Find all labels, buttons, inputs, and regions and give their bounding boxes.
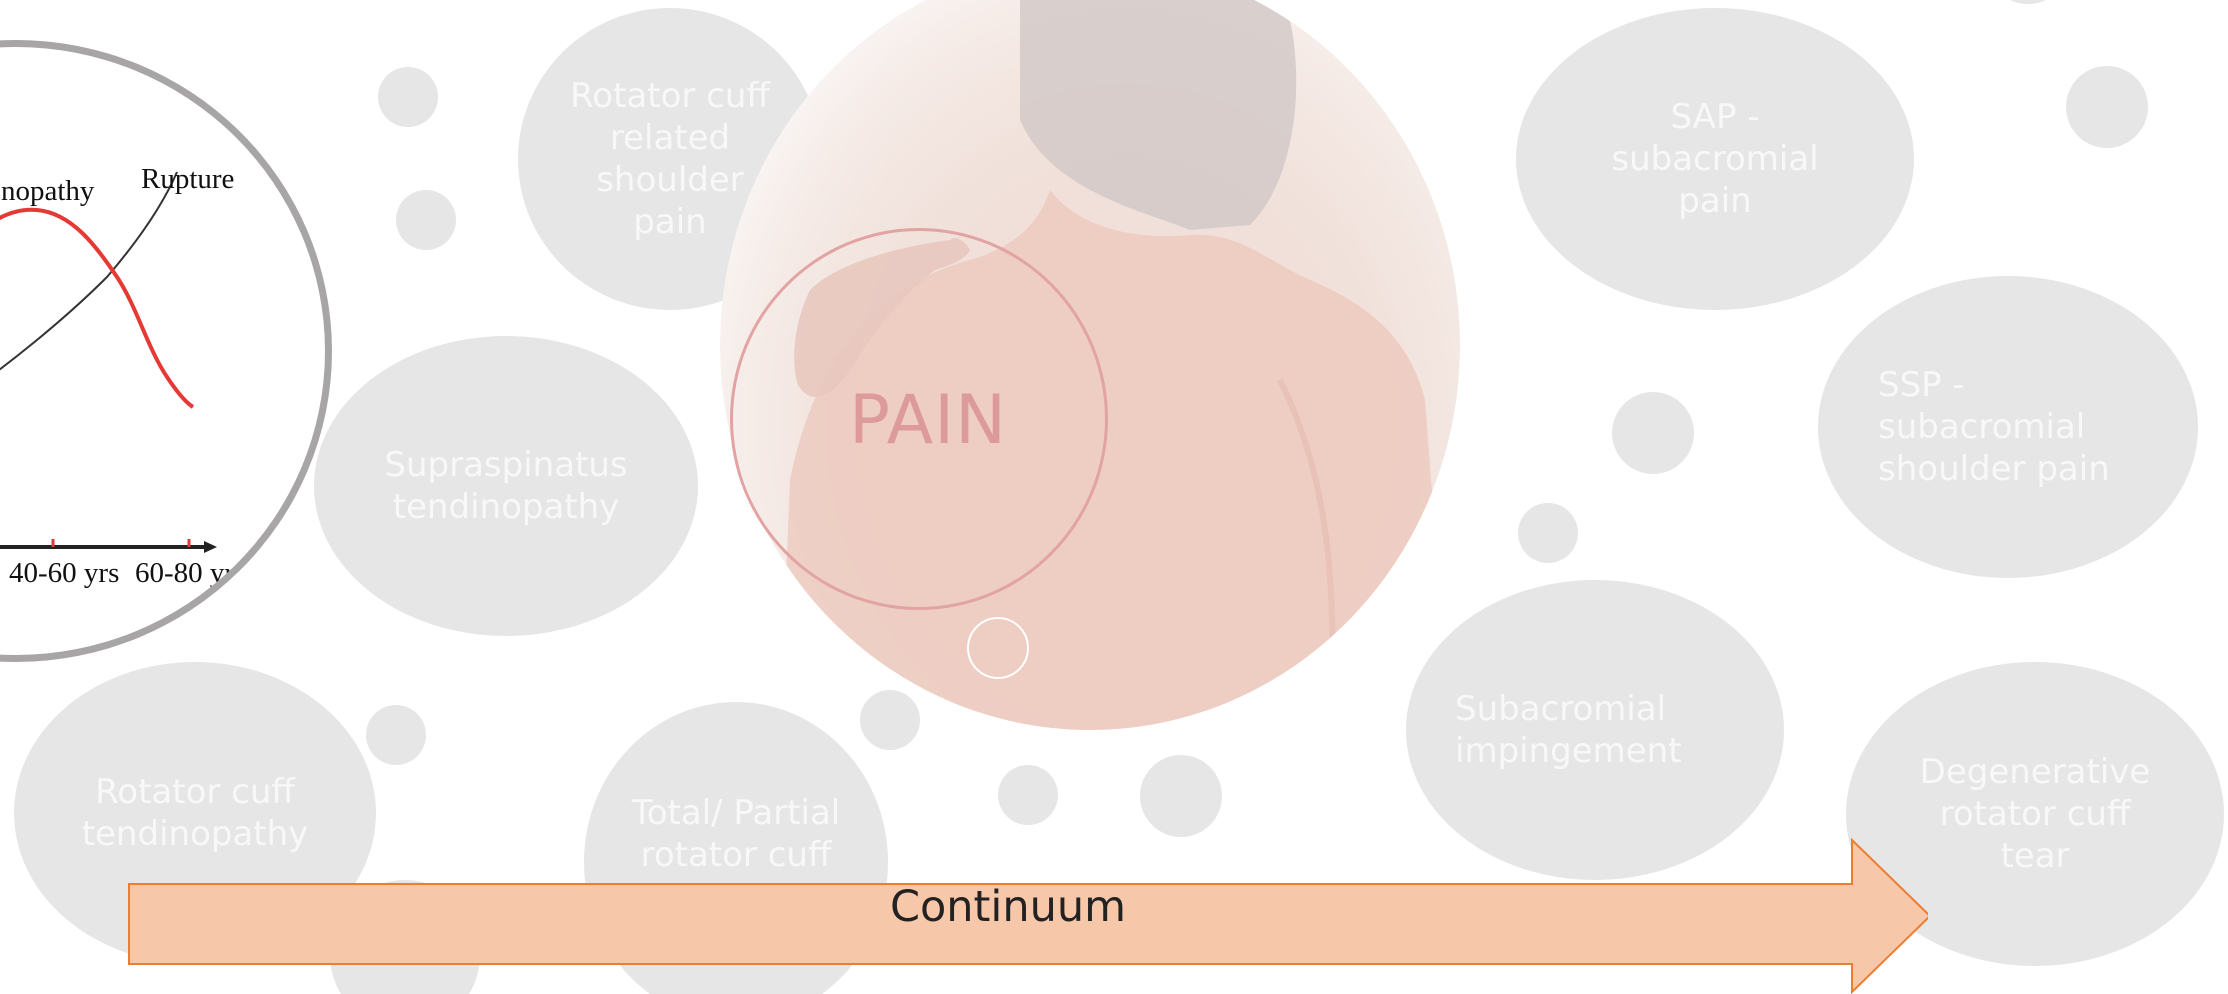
- small-ring-marker: [967, 617, 1029, 679]
- series-label-rupture: Rupture: [141, 163, 234, 196]
- decor-dot: [2066, 66, 2148, 148]
- decor-dot: [1518, 503, 1578, 563]
- age-chart-inset: nopathy Rupture 40-60 yrs 60-80 yrs: [0, 40, 332, 662]
- x-tick-label: 40-60 yrs: [9, 557, 119, 590]
- x-tick-label: 60-80 yrs: [135, 557, 245, 590]
- bubble-ssp: SSP - subacromial shoulder pain: [1818, 276, 2198, 578]
- x-axis-arrowhead: [204, 541, 217, 553]
- bubble-sap: SAP - subacromial pain: [1516, 8, 1914, 310]
- decor-dot: [1612, 392, 1694, 474]
- series-line-tendinopathy: [0, 210, 193, 407]
- decor-dot: [366, 705, 426, 765]
- decor-dot: [378, 67, 438, 127]
- bubble-text: Supraspinatus tendinopathy: [371, 444, 641, 528]
- pain-label: PAIN: [849, 381, 1007, 460]
- bubble-text: Subacromial impingement: [1455, 688, 1695, 772]
- pain-highlight-circle: PAIN: [730, 228, 1108, 610]
- decor-dot: [1140, 755, 1222, 837]
- decor-dot: [2000, 0, 2056, 4]
- continuum-label: Continuum: [128, 882, 1888, 932]
- bubble-text: SSP - subacromial shoulder pain: [1878, 364, 2138, 490]
- bubble-supraspinatus-tendinopathy: Supraspinatus tendinopathy: [314, 336, 698, 636]
- decor-dot: [396, 190, 456, 250]
- bubble-text: Degenerative rotator cuff tear: [1900, 751, 2170, 877]
- decor-dot: [998, 765, 1058, 825]
- bubble-text: SAP - subacromial pain: [1580, 96, 1850, 222]
- bubble-subacromial-impingement: Subacromial impingement: [1406, 580, 1784, 880]
- series-label-tendinopathy: nopathy: [1, 175, 94, 208]
